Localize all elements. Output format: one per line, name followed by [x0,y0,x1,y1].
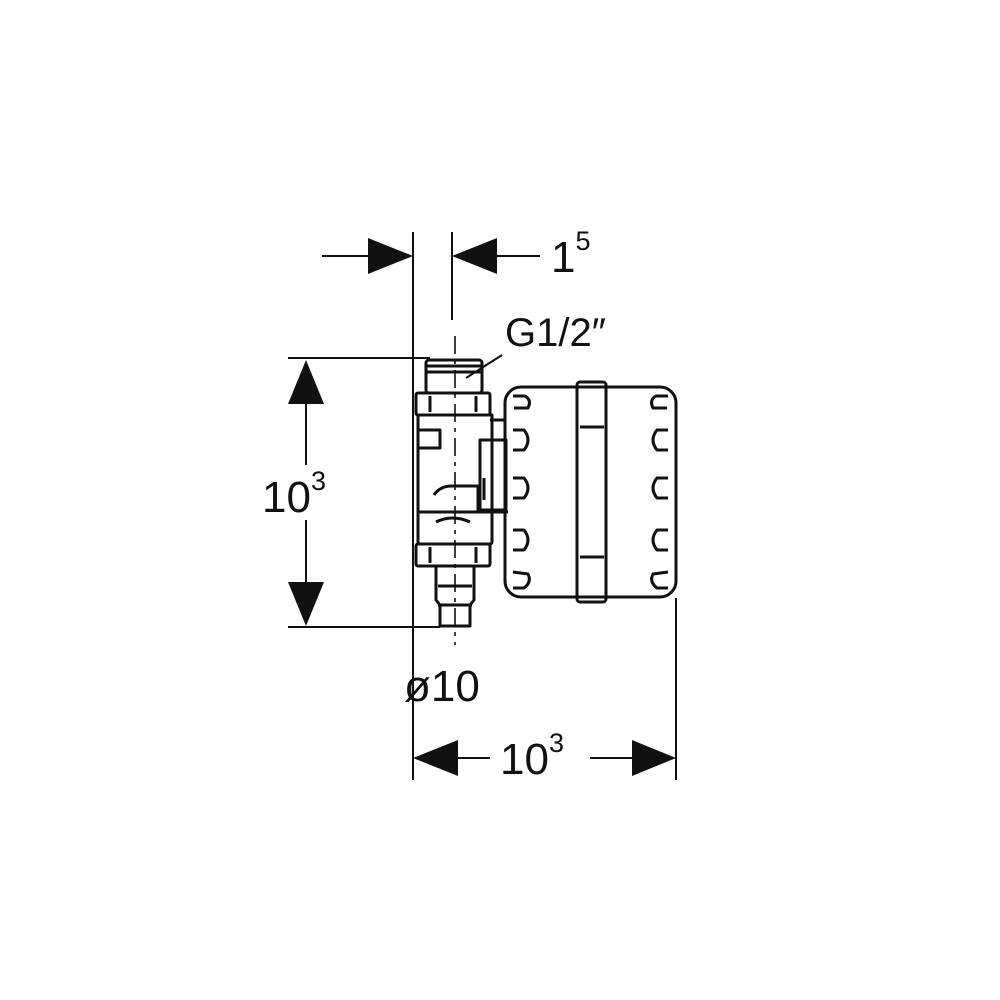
arrowhead-top-left [368,238,413,274]
arrowhead-width-left [413,740,458,776]
dimension-label-width: 103 [500,728,564,784]
arrowhead-width-right [632,740,676,776]
diameter-label: ø10 [404,662,480,711]
leader-line-thread [465,354,503,379]
valve-knob [503,380,678,604]
arrowhead-top-right [452,238,497,274]
arrowhead-height-up [288,360,324,404]
valve-body [414,358,508,628]
arrowhead-height-down [288,582,324,626]
dimension-label-height: 103 [262,466,326,522]
thread-label: G1/2″ [505,311,606,355]
dimension-label-offset: 15 [551,226,591,282]
